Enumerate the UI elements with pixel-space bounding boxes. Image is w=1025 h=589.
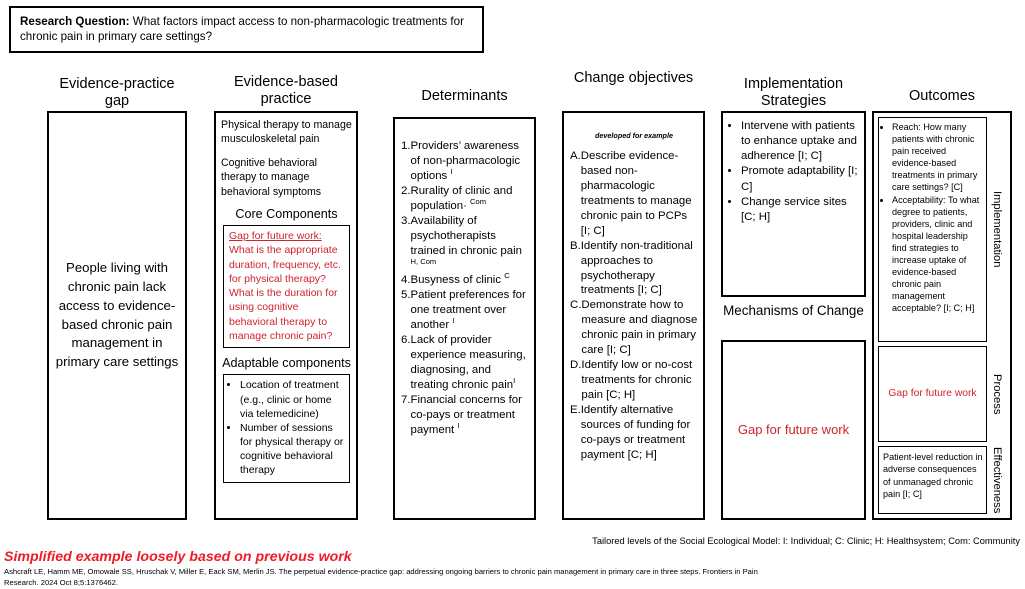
determinants-box: 1.Providers’ awareness of non-pharmacolo… [393, 117, 536, 520]
outcomes-process-gap-text: Gap for future work [888, 388, 977, 400]
outcomes-side-label-effectiveness: Effectiveness [991, 447, 1003, 514]
list-item: Number of sessions for physical therapy … [240, 421, 347, 478]
list-item-marker: 6. [401, 334, 411, 347]
list-item-text: Providers’ awareness of non-pharmacologi… [410, 140, 521, 182]
ebp-practice-list: Physical therapy to manage musculoskelet… [221, 118, 352, 199]
list-item: Intervene with patients to enhance uptak… [741, 119, 860, 164]
evidence-based-practice-box: Physical therapy to manage musculoskelet… [214, 111, 358, 520]
list-item: 4.Busyness of clinic C [401, 271, 529, 288]
change-objectives-list: A.Describe evidence-based non-pharmacolo… [570, 149, 698, 463]
mechanisms-gap-text: Gap for future work [737, 422, 850, 438]
list-item-marker: B. [570, 239, 581, 252]
mechanisms-of-change-heading: Mechanisms of Change [723, 303, 864, 318]
change-objectives-note: developed for example [595, 131, 673, 140]
list-item-text: Busyness of clinic C [410, 271, 510, 287]
heading-outcomes: Outcomes [908, 88, 976, 104]
implementation-strategies-box: Intervene with patients to enhance uptak… [721, 111, 866, 297]
research-question-label: Research Question: [20, 15, 130, 28]
determinants-list: 1.Providers’ awareness of non-pharmacolo… [401, 139, 529, 438]
list-item-text: Identify non-traditional approaches to p… [580, 239, 693, 297]
list-item-text: Rurality of clinic and population· Com [410, 184, 513, 212]
list-item: Acceptability: To what degree to patient… [892, 194, 983, 315]
outcomes-effectiveness-text: Patient-level reduction in adverse conse… [883, 452, 983, 499]
adaptable-components-box: Location of treatment (e.g., clinic or h… [223, 374, 350, 483]
list-item: 5.Patient preferences for one treatment … [401, 288, 529, 333]
list-item-marker: 2. [401, 184, 411, 197]
tailored-levels-legend: Tailored levels of the Social Ecological… [592, 536, 1020, 546]
list-item-marker: 1. [401, 140, 411, 152]
outcomes-implementation-box: Reach: How many patients with chronic pa… [878, 117, 987, 342]
change-objectives-box: developed for example A.Describe evidenc… [562, 111, 705, 520]
list-item: E.Identify alternative sources of fundin… [570, 403, 698, 463]
list-item-marker: 4. [401, 274, 411, 287]
list-item: C.Demonstrate how to measure and diagnos… [570, 298, 698, 358]
outcomes-effectiveness-box: Patient-level reduction in adverse conse… [878, 446, 987, 514]
list-item: D.Identify low or no-cost treatments for… [570, 358, 698, 403]
list-item-text: Patient preferences for one treatment ov… [410, 289, 526, 332]
list-item: Promote adaptability [I; C] [741, 164, 860, 194]
simplified-example-note: Simplified example loosely based on prev… [4, 549, 352, 565]
list-item-superscript: Com [470, 196, 487, 206]
outcomes-side-label-process: Process [991, 373, 1003, 415]
heading-determinants: Determinants [421, 88, 508, 104]
heading-evidence-based-practice: Evidence-based practice [234, 74, 338, 108]
heading-implementation-strategies: Implementation Strategies [743, 76, 844, 110]
list-item-superscript: C [504, 271, 510, 281]
list-item-superscript: I [513, 376, 516, 386]
list-item-superscript: I [450, 167, 453, 177]
list-item: 6.Lack of provider experience measuring,… [401, 333, 529, 393]
list-item-text: Demonstrate how to measure and diagnose … [581, 299, 698, 357]
core-components-gap-box: Gap for future work: What is the appropr… [223, 225, 350, 349]
citation-text: Ashcraft LE, Hamm ME, Omowale SS, Hrusch… [4, 567, 758, 588]
list-item: Reach: How many patients with chronic pa… [892, 121, 983, 194]
list-item: Location of treatment (e.g., clinic or h… [240, 378, 347, 421]
list-item: 2.Rurality of clinic and population· Com [401, 184, 529, 214]
list-item-marker: D. [570, 359, 582, 372]
list-item: 1.Providers’ awareness of non-pharmacolo… [401, 139, 529, 184]
list-item-text: Lack of provider experience measuring, d… [410, 334, 526, 391]
mechanisms-of-change-box: Gap for future work [721, 340, 866, 520]
list-item: B.Identify non-traditional approaches to… [570, 239, 698, 299]
adaptable-components-heading: Adaptable components [222, 356, 351, 371]
list-item-marker: E. [570, 403, 581, 416]
list-item-text: Identify low or no-cost treatments for c… [581, 359, 693, 401]
list-item-marker: C. [570, 299, 582, 312]
core-components-heading: Core Components [235, 207, 338, 222]
core-components-gap-text: What is the appropriate duration, freque… [229, 244, 341, 342]
research-question-box: Research Question: What factors impact a… [9, 6, 484, 53]
outcomes-process-gap-box: Gap for future work [878, 345, 987, 443]
list-item-marker: 5. [401, 289, 411, 302]
ebp-practice-item: Physical therapy to manage musculoskelet… [221, 119, 352, 146]
list-item: A.Describe evidence-based non-pharmacolo… [570, 149, 698, 239]
research-question-text: What factors impact access to non-pharma… [20, 15, 464, 44]
list-item-marker: 7. [401, 393, 411, 406]
outcomes-side-label-implementation: Implementation [991, 191, 1003, 268]
evidence-practice-gap-statement: People living with chronic pain lack acc… [55, 260, 179, 369]
list-item-marker: 3. [401, 214, 411, 227]
heading-change-objectives: Change objectives [573, 70, 694, 86]
list-item-text: Availability of psychotherapists trained… [410, 214, 522, 266]
list-item: 3.Availability of psychotherapists train… [401, 214, 529, 274]
heading-evidence-practice-gap: Evidence-practice gap [59, 76, 175, 110]
core-components-gap-label: Gap for future work: [229, 230, 322, 243]
list-item-superscript: I [457, 421, 460, 431]
evidence-practice-gap-box: People living with chronic pain lack acc… [47, 111, 187, 520]
list-item: Change service sites [C; H] [741, 195, 860, 225]
list-item: 7.Financial concerns for co-pays or trea… [401, 393, 529, 438]
list-item-marker: A. [570, 150, 581, 162]
list-item-superscript: H, Com [410, 256, 437, 266]
ebp-practice-item: Cognitive behavioral therapy to manage b… [221, 156, 322, 198]
list-item-text: Financial concerns for co-pays or treatm… [410, 393, 522, 436]
list-item-superscript: I [452, 316, 455, 326]
outcomes-box: Reach: How many patients with chronic pa… [872, 111, 1012, 520]
list-item-text: Describe evidence-based non-pharmacologi… [580, 150, 692, 237]
list-item-text: Identify alternative sources of funding … [580, 403, 691, 461]
